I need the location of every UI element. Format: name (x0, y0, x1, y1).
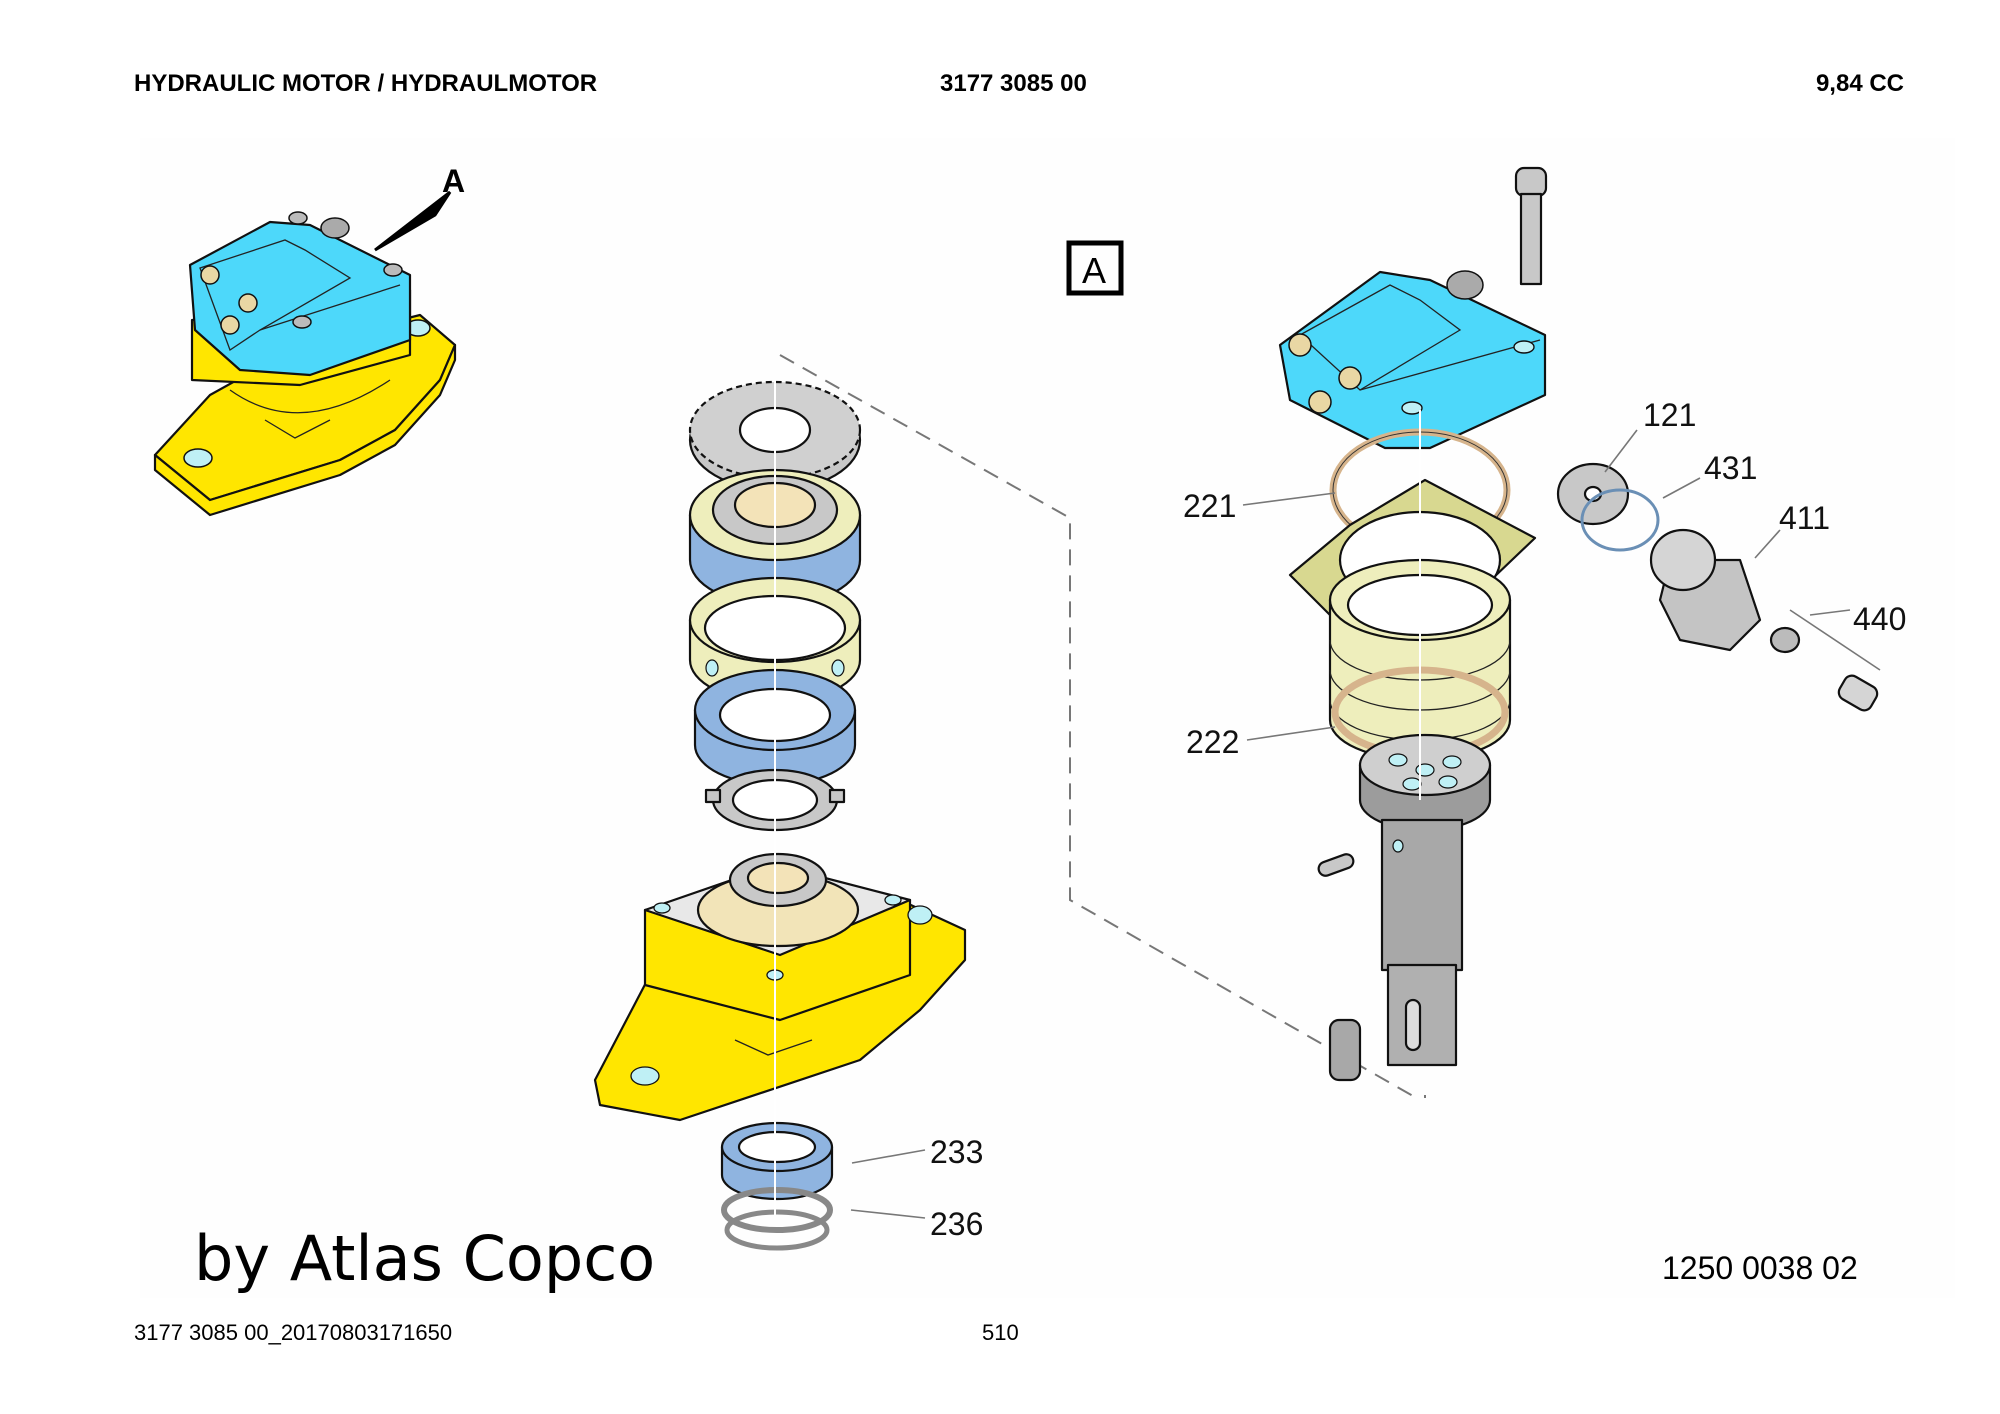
center-exploded-stack (593, 380, 967, 1251)
leader-lines (850, 429, 1881, 1219)
view-pointer-arrow (374, 190, 452, 252)
callout-431: 431 (1704, 450, 1757, 486)
callout-221: 221 (1183, 488, 1236, 524)
watermark: by Atlas Copco (194, 1222, 656, 1295)
pin (1317, 853, 1355, 877)
circlip (721, 1187, 833, 1251)
page-number: 510 (982, 1320, 1019, 1345)
assembly-guide-dashes (779, 354, 1421, 1101)
view-pointer-label: A (442, 163, 465, 199)
overview-flange-hole (183, 448, 213, 468)
rotor-shaft (1358, 733, 1492, 1067)
document-title: HYDRAULIC MOTOR / HYDRAULMOTOR (134, 70, 598, 97)
right-exploded-stack (1278, 166, 1879, 1082)
callout-440: 440 (1853, 601, 1906, 637)
bottom-bearing (720, 1121, 834, 1201)
callout-411: 411 (1779, 500, 1830, 536)
key (1328, 1018, 1362, 1082)
document-id: 3177 3085 00_20170803171650 (134, 1320, 453, 1345)
cap-screw (1514, 166, 1548, 286)
drawing-area (140, 138, 1955, 1298)
overview-motor-housing (188, 220, 412, 377)
valve-plate-121 (1556, 462, 1630, 526)
retaining-ring-431 (1580, 488, 1660, 552)
overview-assembly (153, 211, 457, 517)
drawing-number: 1250 0038 02 (1662, 1250, 1858, 1286)
base-flange (593, 852, 967, 1122)
callout-222: 222 (1186, 724, 1239, 760)
detail-view-label: A (1082, 250, 1106, 291)
callout-236: 236 (930, 1206, 983, 1242)
detail-view-frame (1066, 240, 1124, 296)
part-number: 3177 3085 00 (940, 70, 1087, 97)
motor-housing (1278, 270, 1547, 450)
gear-valve-411 (1649, 528, 1762, 652)
callout-233: 233 (930, 1134, 983, 1170)
callout-121: 121 (1643, 397, 1696, 433)
valve-assembly-440 (1769, 626, 1879, 712)
displacement: 9,84 CC (1815, 70, 1904, 97)
